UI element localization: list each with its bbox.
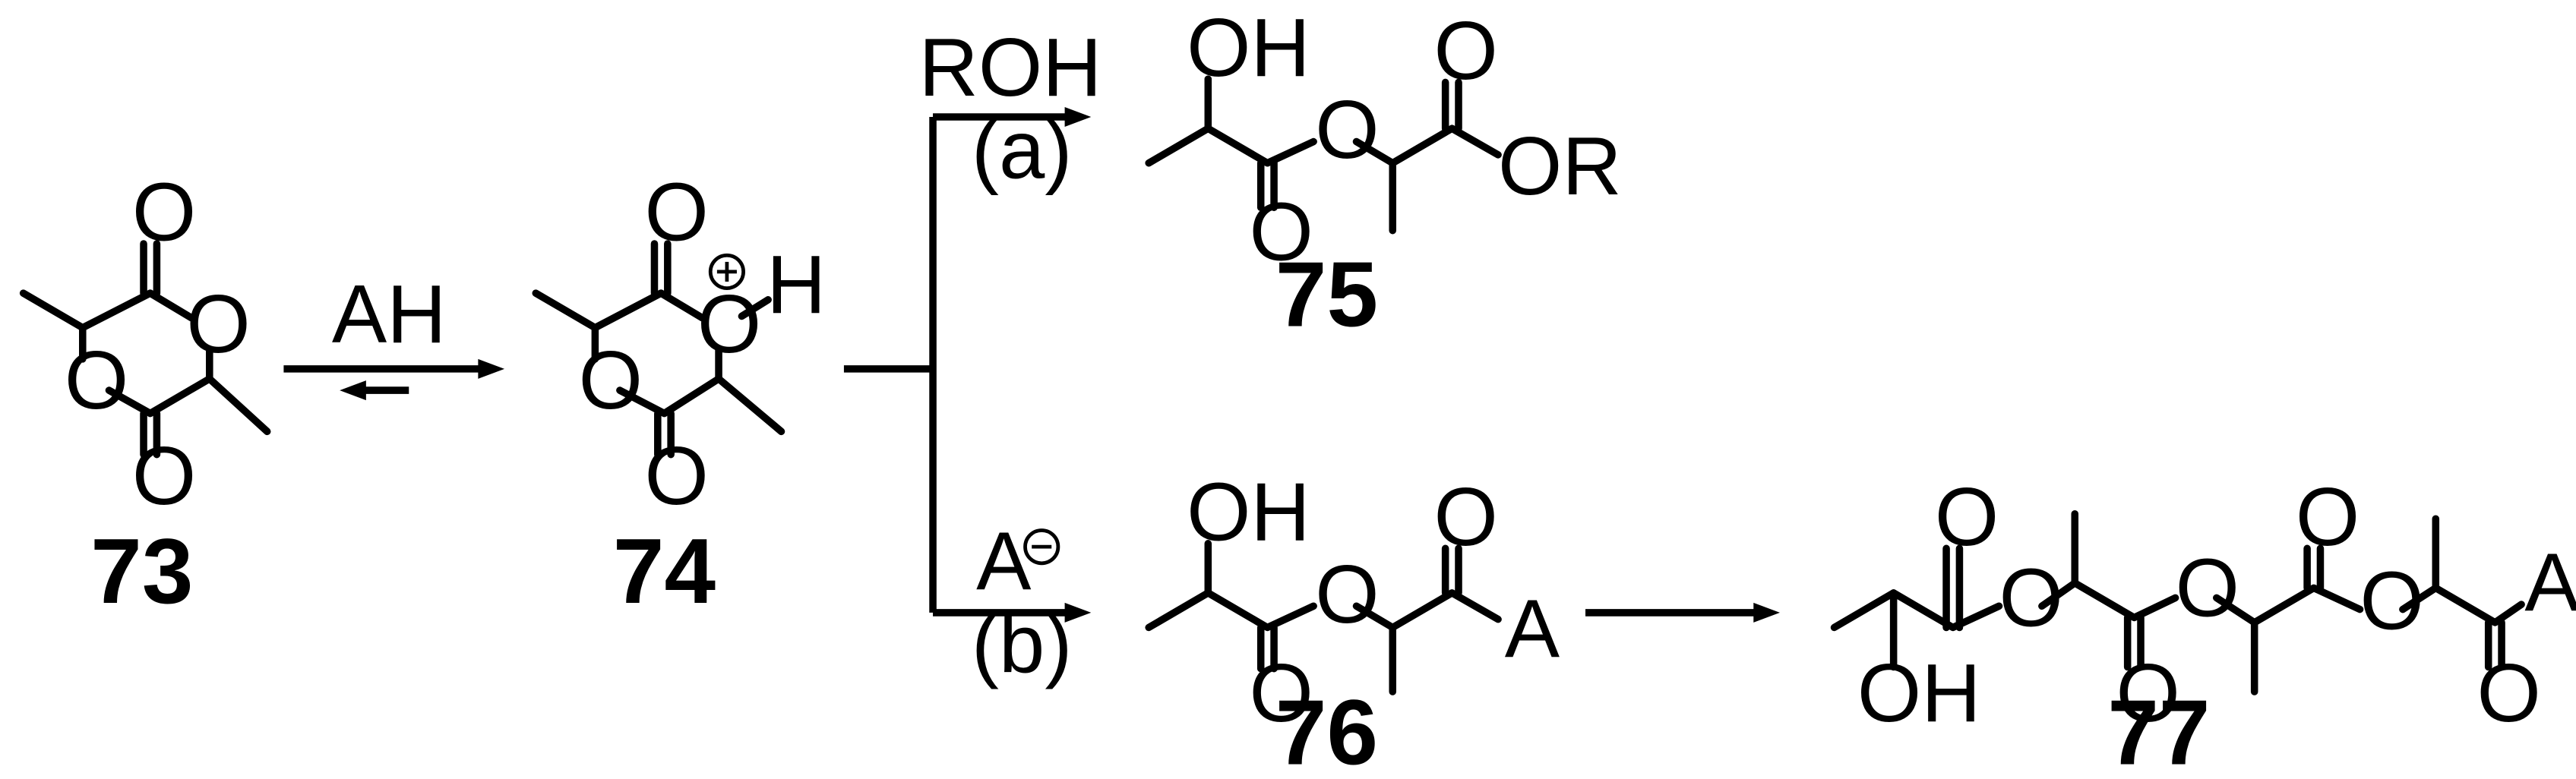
label-74: 74 (613, 519, 716, 623)
reagent-a-anion: A (976, 516, 1032, 607)
compound-76: OH O O O A 76 (1145, 465, 1560, 779)
reagent-roh: ROH (919, 21, 1102, 113)
o-ring-right: O (697, 278, 761, 370)
o-carbonyl-4: O (2477, 647, 2541, 739)
reagent-ah: AH (332, 268, 447, 360)
o-carbonyl-3: O (2296, 471, 2359, 563)
o-carbonyl-2: O (1433, 5, 1497, 96)
o-ester-1: O (1999, 551, 2062, 643)
o-carbonyl-top: O (132, 166, 196, 258)
h-atom: H (766, 238, 826, 330)
hydroxyl: OH (1857, 647, 1981, 739)
o-ester: O (1315, 548, 1379, 640)
label-75: 75 (1275, 242, 1378, 345)
o-carbonyl-bottom: O (644, 430, 708, 522)
o-carbonyl-1: O (1935, 471, 1999, 563)
o-carbonyl-1: O (1250, 186, 1313, 278)
negative-charge-icon (1023, 528, 1060, 566)
o-ring-left: O (579, 334, 643, 426)
label-73: 73 (90, 519, 193, 623)
hydroxyl: OH (1187, 465, 1310, 557)
o-carbonyl-bottom: O (132, 430, 196, 522)
compound-75: OH O O O OR 75 (1145, 2, 1622, 345)
compound-73: O O O O 73 (19, 166, 271, 623)
o-ring-left: O (65, 334, 128, 426)
or-group: OR (1498, 120, 1622, 212)
compound-77: OH O O O O O O O A 77 (1830, 471, 2576, 779)
positive-charge-icon (708, 253, 745, 290)
o-carbonyl-top: O (644, 166, 708, 258)
o-ester-3: O (2360, 555, 2424, 647)
path-a-label: (a) (972, 103, 1073, 195)
o-ester: O (1315, 84, 1379, 175)
compound-74: O O H O O 74 (532, 166, 826, 623)
label-76: 76 (1275, 680, 1378, 779)
arrow-76-to-77 (1585, 602, 1780, 623)
a-group: A (2524, 537, 2576, 629)
label-77: 77 (2107, 680, 2210, 779)
branch-arrows: ROH (a) A (b) (843, 21, 1102, 689)
equilibrium-arrows: AH (283, 268, 505, 401)
o-carbonyl-2: O (1433, 471, 1497, 563)
o-carbonyl-1: O (1250, 647, 1313, 739)
path-b-label: (b) (972, 598, 1073, 689)
hydroxyl: OH (1187, 2, 1310, 93)
o-carbonyl-2: O (2116, 647, 2179, 739)
o-ester-2: O (2176, 541, 2239, 633)
a-group: A (1505, 582, 1560, 674)
o-ring-right: O (186, 278, 250, 370)
